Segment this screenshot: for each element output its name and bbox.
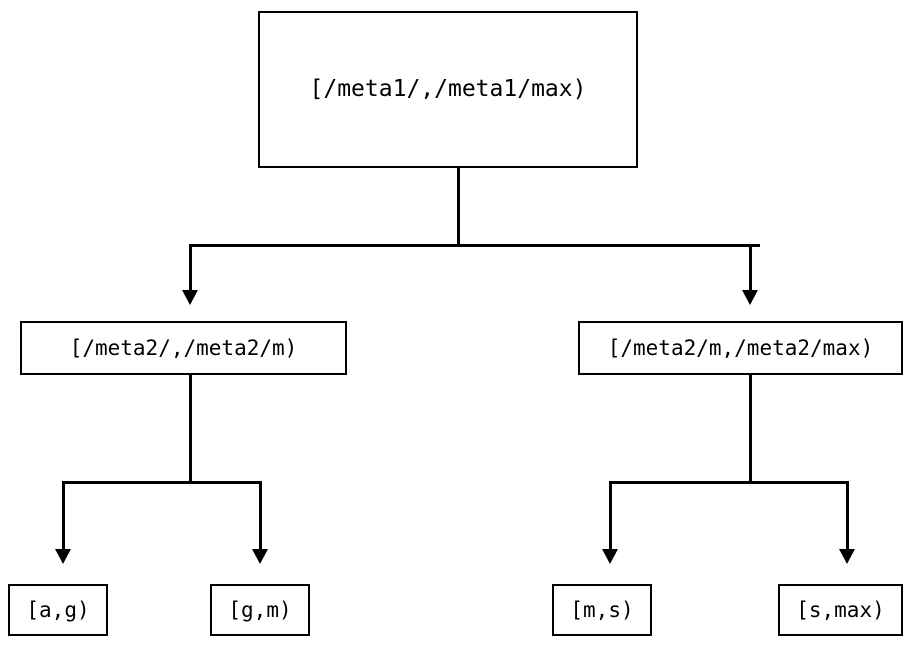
tree-leaf-m-s-label: [m,s) xyxy=(570,597,634,622)
edge-to-leaf-g-m-drop xyxy=(259,481,262,550)
tree-node-meta2-lower[interactable]: [/meta2/,/meta2/m) xyxy=(20,321,347,375)
arrowhead-to-leaf-m-s-icon xyxy=(602,549,618,564)
tree-leaf-m-s[interactable]: [m,s) xyxy=(552,584,652,636)
edge-right-subtree-stem xyxy=(749,375,752,483)
arrowhead-root-to-left-icon xyxy=(182,290,198,305)
tree-leaf-s-max-label: [s,max) xyxy=(796,597,885,622)
edge-right-subtree-bus xyxy=(609,481,849,484)
arrowhead-to-leaf-s-max-icon xyxy=(839,549,855,564)
tree-node-meta2-upper-label: [/meta2/m,/meta2/max) xyxy=(607,335,874,360)
edge-root-stem xyxy=(457,168,460,247)
edge-root-to-right-drop xyxy=(749,244,752,291)
tree-leaf-s-max[interactable]: [s,max) xyxy=(778,584,903,636)
tree-node-root[interactable]: [/meta1/,/meta1/max) xyxy=(258,11,638,168)
tree-leaf-g-m-label: [g,m) xyxy=(228,597,292,622)
tree-node-root-label: [/meta1/,/meta1/max) xyxy=(309,76,587,102)
arrowhead-to-leaf-g-m-icon xyxy=(252,549,268,564)
edge-root-to-left-drop xyxy=(189,244,192,291)
arrowhead-to-leaf-a-g-icon xyxy=(55,549,71,564)
tree-leaf-a-g-label: [a,g) xyxy=(26,597,90,622)
tree-node-meta2-upper[interactable]: [/meta2/m,/meta2/max) xyxy=(578,321,903,375)
tree-leaf-g-m[interactable]: [g,m) xyxy=(210,584,310,636)
edge-to-leaf-m-s-drop xyxy=(609,481,612,550)
edge-to-leaf-s-max-drop xyxy=(846,481,849,550)
tree-node-meta2-lower-label: [/meta2/,/meta2/m) xyxy=(69,335,298,360)
arrowhead-root-to-right-icon xyxy=(742,290,758,305)
edge-root-bus xyxy=(189,244,760,247)
edge-to-leaf-a-g-drop xyxy=(62,481,65,550)
edge-left-subtree-stem xyxy=(189,375,192,483)
edge-left-subtree-bus xyxy=(62,481,262,484)
tree-leaf-a-g[interactable]: [a,g) xyxy=(8,584,108,636)
